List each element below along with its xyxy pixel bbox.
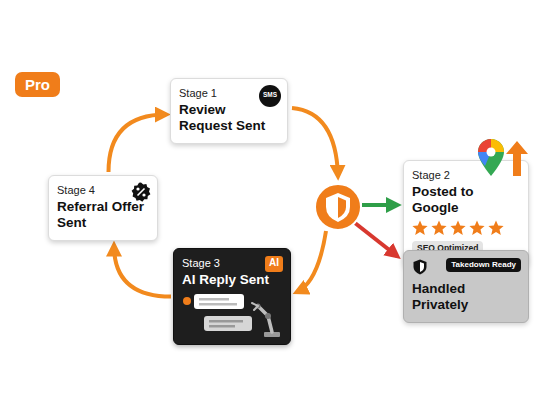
node-text: Pro [25,76,50,93]
map-pin-icon [478,139,504,176]
up-arrow-icon [506,141,528,176]
chat-robot-illustration [182,292,284,338]
stage-label: Stage 4 [57,184,149,196]
reject-arrow [355,223,397,256]
tag-pill: Takedown Ready [446,258,521,272]
stage-box: Stage 4 Referral Offer Sent [48,175,158,241]
cycle-arrow [114,245,171,296]
star-rating [412,220,508,237]
node-text: Handled Privately [412,281,520,313]
stage-box: Stage 3AI Reply Sent AI [173,248,291,345]
ai-badge: AI [265,256,283,272]
node-text: Posted to Google [412,184,520,216]
node-text: AI Reply Sent [182,272,282,288]
node-text: SMS [263,91,277,98]
node-text: Referral Offer Sent [57,199,149,231]
node-text: AI [269,257,279,268]
node-text: Takedown Ready [451,260,516,270]
outcome-box: Handled Privately Takedown Ready [403,250,529,323]
stage-box: Stage 1Review Request SentSMS [170,78,288,144]
node-text: Review Request Sent [179,102,279,134]
shield-filter-icon [315,184,361,230]
stage-label: Stage 2 [412,169,520,181]
cycle-arrow [297,231,326,292]
shield-icon [413,259,427,275]
sms-badge: SMS [259,85,281,107]
plan-badge: Pro [15,72,60,97]
approve-arrow [362,203,397,207]
cycle-arrow [292,108,338,176]
cycle-arrow [109,115,167,172]
